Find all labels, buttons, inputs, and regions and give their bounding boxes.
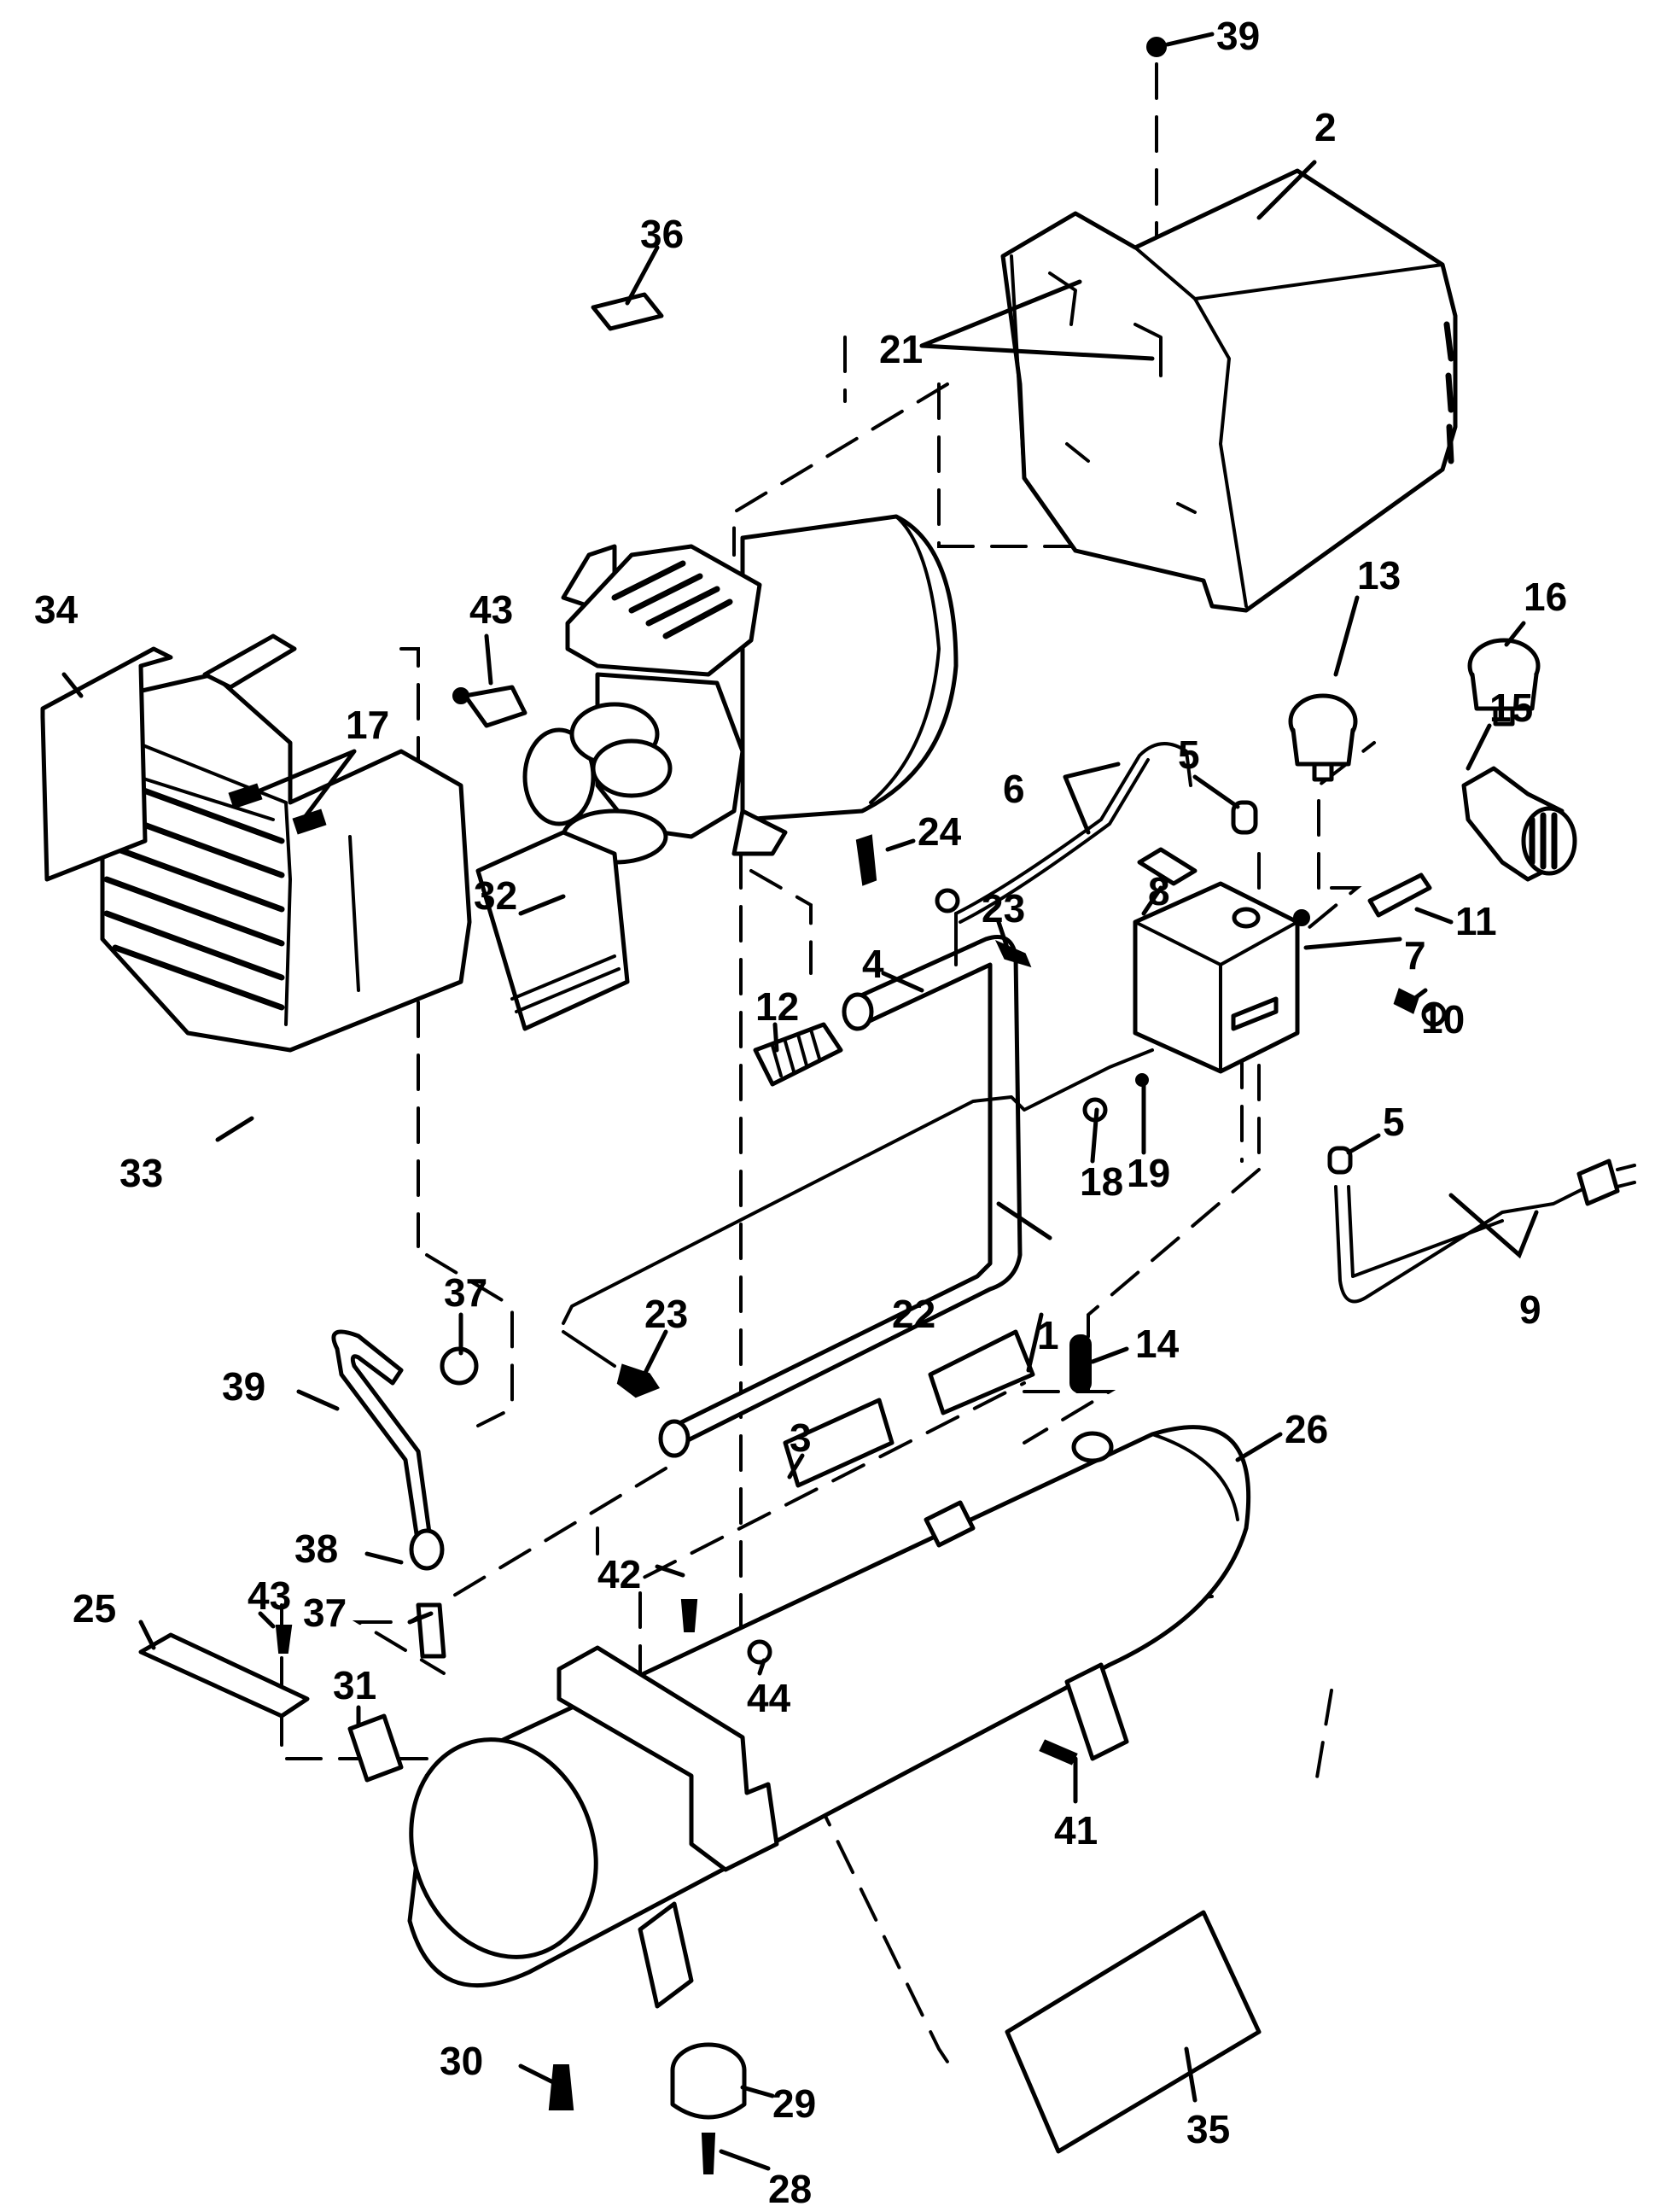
callout-44: 44 — [747, 1676, 791, 1720]
callout-5b: 5 — [1383, 1100, 1405, 1144]
part-warning-label — [1005, 1910, 1262, 2154]
part-rubber-foot — [670, 2042, 747, 2120]
callout-5a: 5 — [1178, 732, 1200, 777]
part-unloader-tube — [562, 1048, 1154, 1325]
callout-13: 13 — [1357, 553, 1401, 598]
part-front-shroud — [100, 633, 472, 1053]
part-foot-screw — [701, 2133, 716, 2174]
part-cover-screw — [1146, 37, 1167, 57]
callout-30: 31 — [333, 1663, 376, 1707]
callout-18: 18 — [1080, 1159, 1123, 1204]
part-washer — [747, 1639, 772, 1665]
part-compression-nut-lower — [409, 1528, 445, 1571]
part-regulator — [1461, 766, 1577, 882]
part-outlet-gauge — [1467, 638, 1541, 727]
callout-6: 6 — [1003, 767, 1025, 811]
callout-22: 23 — [644, 1292, 688, 1336]
callout-1: 1 — [1037, 1313, 1059, 1357]
part-strain-relief-upper — [1231, 800, 1258, 835]
part-intake-filter — [452, 685, 527, 728]
callout-12: 12 — [755, 984, 799, 1029]
leader-lines — [61, 32, 1539, 2171]
callout-27: 28 — [768, 2167, 812, 2211]
part-shroud-clips — [228, 783, 327, 835]
callout-25: 25 — [73, 1586, 116, 1631]
part-nipple — [1367, 873, 1432, 918]
callout-8: 8 — [1148, 869, 1170, 913]
part-safety-valve — [1393, 988, 1447, 1027]
part-pump-motor — [522, 514, 959, 865]
part-strain-relief-lower — [1327, 1146, 1353, 1175]
callout-19: 19 — [1127, 1151, 1170, 1195]
callout-10: 10 — [1421, 997, 1465, 1042]
callout-40: 39 — [1216, 14, 1260, 58]
part-saddle-screw — [680, 1599, 698, 1632]
callout-9: 9 — [1519, 1287, 1541, 1332]
part-shroud-cover — [1000, 168, 1458, 613]
callout-11: 11 — [1455, 899, 1497, 943]
callout-3: 3 — [790, 1415, 812, 1460]
callout-37b: 38 — [294, 1526, 338, 1571]
callout-29: 30 — [440, 2039, 483, 2083]
callout-15: 15 — [1489, 686, 1533, 730]
callout-32: 33 — [119, 1151, 163, 1195]
part-check-valve-nut — [616, 1363, 661, 1398]
part-side-panel-label — [475, 830, 630, 1031]
callout-4: 4 — [862, 942, 884, 986]
part-mount-screw — [1039, 1739, 1078, 1766]
part-shroud-label — [40, 646, 173, 882]
callout-17: 17 — [346, 703, 389, 747]
callout-20: 21 — [879, 327, 923, 371]
callout-14: 14 — [1135, 1322, 1180, 1366]
part-air-tank — [407, 1425, 1251, 2009]
callout-42: 42 — [597, 1552, 641, 1596]
callout-labels: 39 2 21 36 43 34 17 6 5 13 16 15 11 7 10… — [34, 14, 1567, 2211]
callout-36: 37 — [303, 1590, 347, 1635]
part-switch-label — [1137, 847, 1198, 886]
part-handle-bracket — [557, 1500, 976, 1872]
callout-23: 23 — [982, 886, 1025, 931]
callout-31: 32 — [474, 873, 517, 918]
part-handle-grip — [753, 1022, 843, 1087]
part-outlet-tube — [331, 1329, 434, 1548]
callout-26: 26 — [1285, 1407, 1328, 1451]
part-plate-screw — [275, 1625, 293, 1654]
part-tank-gauge — [1288, 693, 1358, 782]
callout-37a: 37 — [444, 1270, 487, 1315]
callout-21: 22 — [892, 1292, 935, 1336]
callout-43: 43 — [248, 1573, 291, 1618]
callout-2: 2 — [1314, 105, 1337, 149]
part-decal — [783, 1329, 1035, 1488]
part-tank-nipple — [1069, 1334, 1092, 1393]
callout-33: 34 — [34, 587, 79, 632]
callout-16: 16 — [1524, 575, 1567, 619]
callout-7: 7 — [1404, 933, 1426, 978]
part-handle — [658, 935, 1023, 1458]
callout-39: 43 — [469, 587, 513, 632]
callout-34: 35 — [1186, 2107, 1230, 2151]
callout-38: 39 — [222, 1364, 265, 1409]
callout-28: 29 — [772, 2081, 816, 2126]
part-pressure-switch — [1133, 881, 1310, 1074]
callout-41: 41 — [1054, 1808, 1098, 1853]
part-drain-valve — [548, 2064, 574, 2110]
callout-24: 24 — [918, 809, 962, 854]
part-pump-bolt — [855, 834, 877, 886]
part-power-cord — [1334, 1159, 1636, 1304]
part-cover-plate — [138, 1632, 310, 1719]
part-bracket — [347, 1713, 404, 1783]
callout-35: 36 — [640, 212, 684, 256]
